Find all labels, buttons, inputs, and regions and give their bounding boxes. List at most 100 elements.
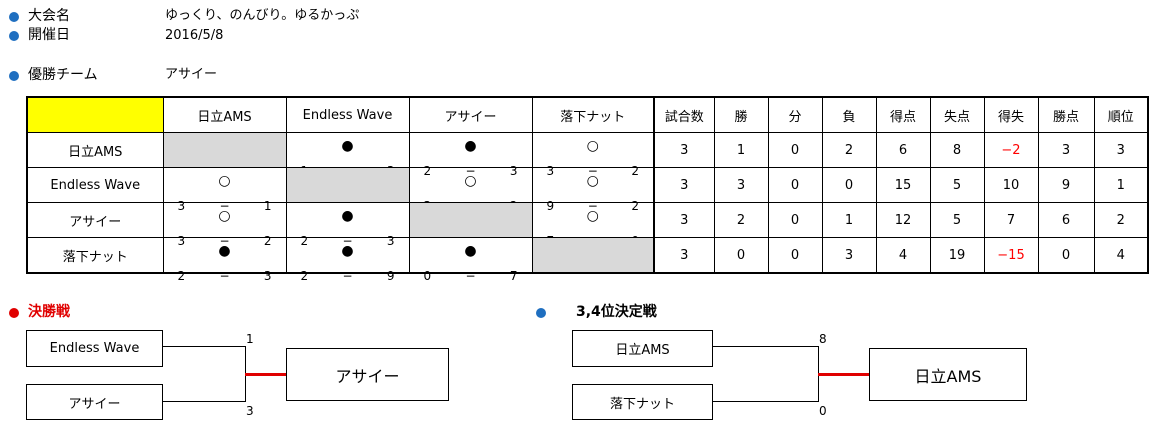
stat-goal-diff: −2 — [983, 132, 1039, 168]
column-header-stat: 失点 — [929, 96, 985, 133]
stat-wins: 3 — [713, 167, 769, 203]
stat-matches: 3 — [653, 167, 715, 203]
table-header-row: 日立AMS Endless Wave アサイー 落下ナット 試合数 勝 分 負 … — [26, 96, 1149, 133]
info-label-date: 開催日 — [28, 27, 70, 43]
final-score-bottom: 3 — [246, 404, 254, 418]
result-cell: ● 2−3 — [162, 237, 287, 283]
score-dash: − — [465, 269, 476, 283]
loss-mark-icon: ● — [218, 243, 231, 259]
third-team-bottom: 落下ナット — [572, 384, 713, 420]
column-header-stat: 分 — [767, 96, 823, 133]
result-cell: ○ 3−2 — [408, 167, 533, 213]
stat-losses: 1 — [821, 202, 877, 238]
third-place-title: 3,4位決定戦 — [576, 304, 657, 320]
stat-wins: 0 — [713, 237, 769, 274]
info-label-event: 大会名 — [28, 8, 70, 24]
result-cell: ● 2−3 — [285, 202, 410, 248]
score-for: 2 — [177, 269, 186, 283]
result-cell: ● 2−3 — [408, 132, 533, 178]
bracket-line — [713, 346, 819, 347]
win-mark-icon: ○ — [218, 173, 231, 189]
table-row: 日立AMS ● 1−3 ● 2−3 ○ 3−2 3 1 0 2 6 8 −2 3… — [26, 132, 1149, 178]
win-mark-icon: ○ — [586, 138, 599, 154]
result-cell: ○ 7−0 — [531, 202, 655, 248]
row-header-team: 落下ナット — [26, 237, 164, 274]
stat-draws: 0 — [767, 237, 823, 274]
stat-goals-for: 15 — [875, 167, 931, 203]
stat-points: 3 — [1037, 132, 1095, 168]
stat-matches: 3 — [653, 132, 715, 168]
stat-goals-against: 8 — [929, 132, 985, 168]
result-cell: ● 0 − 7 — [408, 237, 533, 283]
row-header-team: Endless Wave — [26, 167, 164, 203]
loss-mark-icon: ● — [341, 208, 354, 224]
stat-goals-against: 5 — [929, 202, 985, 238]
result-cell: ○ 9−2 — [531, 167, 655, 213]
corner-cell — [26, 96, 164, 133]
stat-matches: 3 — [653, 202, 715, 238]
score-dash: − — [342, 269, 353, 283]
row-header-team: アサイー — [26, 202, 164, 238]
bracket-line — [163, 346, 246, 347]
bracket-line — [163, 401, 246, 402]
stat-rank: 2 — [1093, 202, 1149, 238]
final-title: 決勝戦 — [28, 304, 70, 320]
result-cell: ○ 3−1 — [162, 167, 287, 213]
column-header-stat: 得失 — [983, 96, 1039, 133]
stat-goals-for: 6 — [875, 132, 931, 168]
stat-rank: 3 — [1093, 132, 1149, 168]
third-team-top: 日立AMS — [572, 330, 713, 367]
stat-losses: 3 — [821, 237, 877, 274]
table-row: アサイー ○ 3−2 ● 2−3 ○ 7−0 3 2 0 1 12 5 7 6 … — [26, 202, 1149, 248]
loss-mark-icon: ● — [464, 138, 477, 154]
stat-goal-diff: 7 — [983, 202, 1039, 238]
final-winner-box: アサイー — [286, 348, 449, 401]
bullet-dot-icon — [9, 31, 19, 41]
third-score-top: 8 — [819, 332, 827, 346]
stat-goals-against: 5 — [929, 167, 985, 203]
info-value-champion: アサイー — [165, 67, 218, 82]
stat-rank: 1 — [1093, 167, 1149, 203]
score-for: 2 — [300, 269, 309, 283]
third-winner-box: 日立AMS — [869, 348, 1027, 401]
bullet-dot-icon — [536, 308, 546, 318]
bullet-dot-icon — [9, 308, 19, 318]
column-header-team: Endless Wave — [285, 96, 410, 133]
info-value-event: ゆっくり、のんびり。ゆるかっぷ — [165, 8, 360, 23]
column-header-team: 日立AMS — [162, 96, 287, 133]
score-dash: − — [219, 269, 230, 283]
stat-losses: 0 — [821, 167, 877, 203]
league-table: 日立AMS Endless Wave アサイー 落下ナット 試合数 勝 分 負 … — [26, 96, 1149, 283]
column-header-stat: 負 — [821, 96, 877, 133]
column-header-stat: 順位 — [1093, 96, 1149, 133]
score-for: 0 — [423, 269, 432, 283]
winner-line — [818, 373, 869, 376]
score-against: 9 — [386, 269, 395, 283]
stat-draws: 0 — [767, 167, 823, 203]
stat-draws: 0 — [767, 132, 823, 168]
stat-wins: 2 — [713, 202, 769, 238]
info-value-date: 2016/5/8 — [165, 28, 224, 43]
final-score-top: 1 — [246, 332, 254, 346]
score-against: 7 — [509, 269, 518, 283]
loss-mark-icon: ● — [341, 138, 354, 154]
final-team-bottom: アサイー — [26, 384, 163, 420]
stat-goals-for: 12 — [875, 202, 931, 238]
final-team-top: Endless Wave — [26, 330, 163, 367]
self-match-cell — [162, 132, 287, 168]
table-row: 落下ナット ● 2−3 ● 2−9 ● 0−7 3 0 0 3 4 19 −15… — [26, 237, 1149, 283]
stat-points: 6 — [1037, 202, 1095, 238]
stat-goal-diff: −15 — [983, 237, 1039, 274]
winner-line — [245, 373, 287, 376]
self-match-cell — [531, 237, 655, 274]
loss-mark-icon: ● — [464, 243, 477, 259]
self-match-cell — [408, 202, 533, 238]
column-header-stat: 試合数 — [653, 96, 715, 133]
column-header-team: 落下ナット — [531, 96, 655, 133]
win-mark-icon: ○ — [586, 173, 599, 189]
bracket-line — [713, 401, 819, 402]
stat-losses: 2 — [821, 132, 877, 168]
result-cell: ● 1−3 — [285, 132, 410, 178]
stat-points: 0 — [1037, 237, 1095, 274]
third-score-bottom: 0 — [819, 404, 827, 418]
